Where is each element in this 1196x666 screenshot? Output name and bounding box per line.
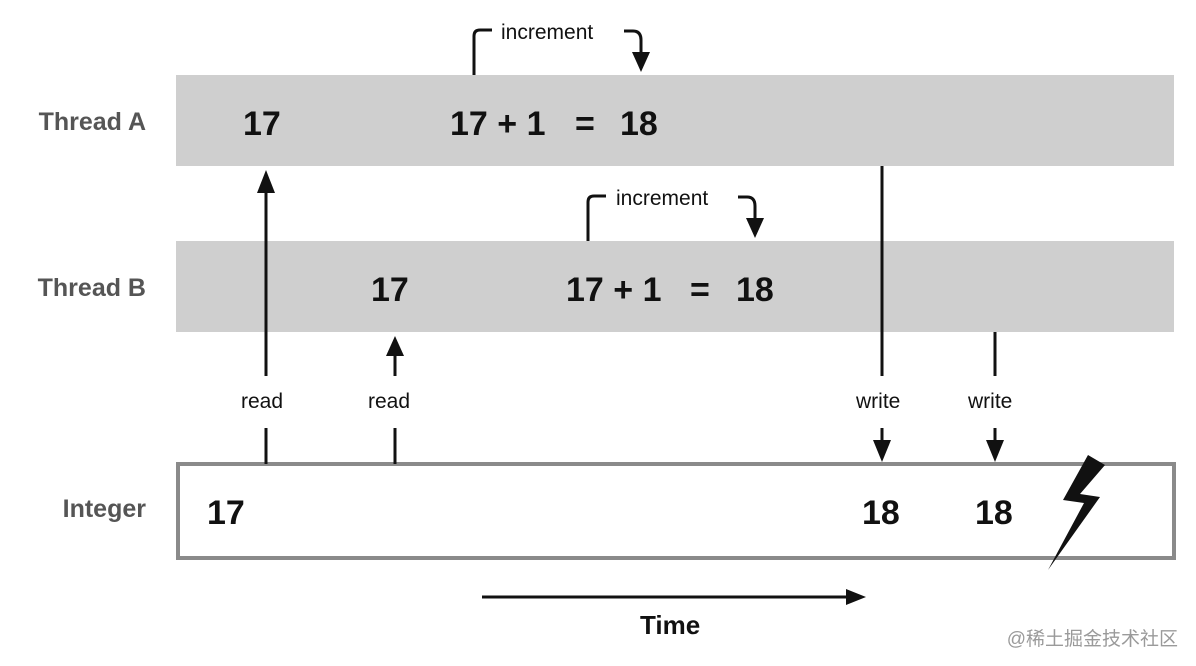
thread-a-band bbox=[176, 75, 1174, 166]
thread-b-increment-label: increment bbox=[616, 187, 709, 210]
thread-b-band bbox=[176, 241, 1174, 332]
read-label-b: read bbox=[368, 390, 411, 413]
integer-initial-value: 17 bbox=[207, 494, 245, 532]
thread-a-read-value: 17 bbox=[243, 105, 281, 143]
thread-a-label: Thread A bbox=[38, 108, 146, 136]
thread-b-result: 18 bbox=[736, 271, 774, 309]
write-arrow-b bbox=[986, 332, 1004, 462]
read-arrow-b bbox=[386, 336, 404, 464]
thread-a-equals: = bbox=[575, 105, 595, 143]
thread-b-increment-expression: 17 + 1 bbox=[566, 271, 662, 309]
write-label-a: write bbox=[856, 390, 901, 413]
integer-box bbox=[176, 462, 1176, 560]
thread-a-increment-label: increment bbox=[501, 21, 594, 44]
integer-value-write-a: 18 bbox=[862, 494, 900, 532]
thread-a-increment-expression: 17 + 1 bbox=[450, 105, 546, 143]
integer-label: Integer bbox=[62, 495, 146, 523]
time-label: Time bbox=[640, 610, 701, 640]
thread-b-label: Thread B bbox=[37, 274, 146, 302]
thread-a-result: 18 bbox=[620, 105, 658, 143]
integer-value-write-b: 18 bbox=[975, 494, 1013, 532]
thread-b-read-value: 17 bbox=[371, 271, 409, 309]
thread-b-equals: = bbox=[690, 271, 710, 309]
read-arrow-a bbox=[257, 170, 275, 464]
thread-b-increment-bracket bbox=[586, 194, 764, 241]
time-arrow bbox=[482, 589, 866, 605]
write-label-b: write bbox=[968, 390, 1013, 413]
lightning-bolt-icon bbox=[1048, 455, 1105, 570]
read-label-a: read bbox=[241, 390, 284, 413]
write-arrow-a bbox=[873, 166, 891, 462]
thread-a-increment-bracket bbox=[472, 28, 650, 75]
watermark: @稀土掘金技术社区 bbox=[1006, 629, 1178, 650]
